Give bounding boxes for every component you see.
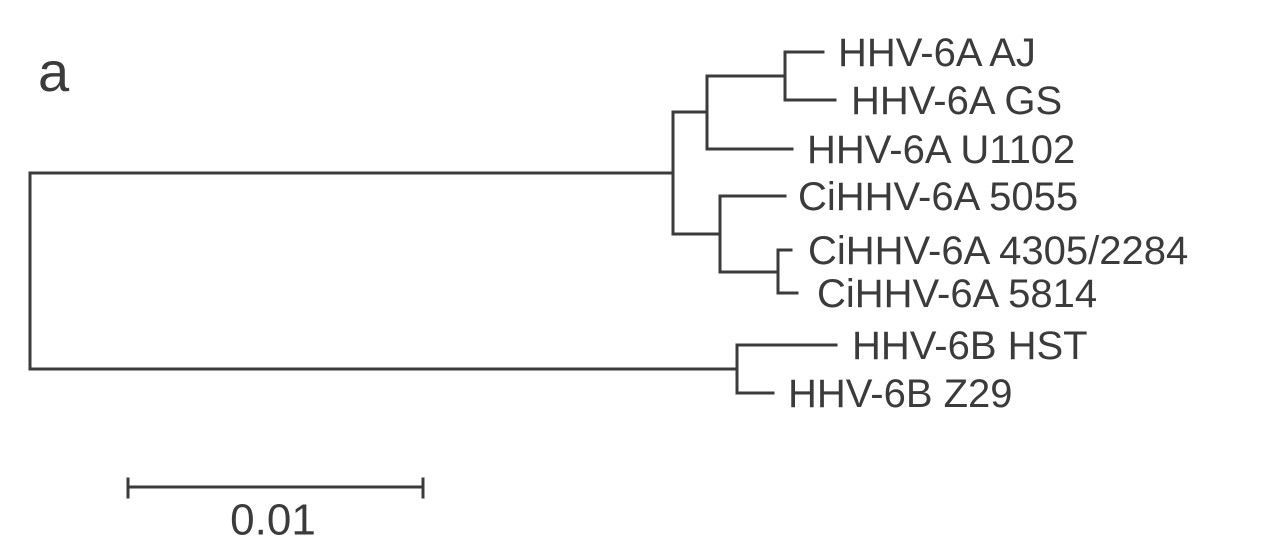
tip-label: HHV-6A GS (851, 79, 1062, 123)
tip-label: CiHHV-6A 5814 (817, 272, 1097, 316)
scale-bar: 0.01 (126, 477, 425, 544)
tree-branches (28, 50, 838, 395)
tip-label: HHV-6A U1102 (807, 128, 1075, 172)
tip-label: CiHHV-6A 5055 (798, 175, 1078, 219)
scale-bar-label: 0.01 (230, 495, 316, 544)
panel-label: a (38, 40, 70, 103)
tip-label: HHV-6B HST (852, 324, 1088, 368)
tip-label: HHV-6A AJ (838, 31, 1036, 75)
tip-label: CiHHV-6A 4305/2284 (808, 229, 1188, 273)
tip-label: HHV-6B Z29 (788, 372, 1013, 416)
